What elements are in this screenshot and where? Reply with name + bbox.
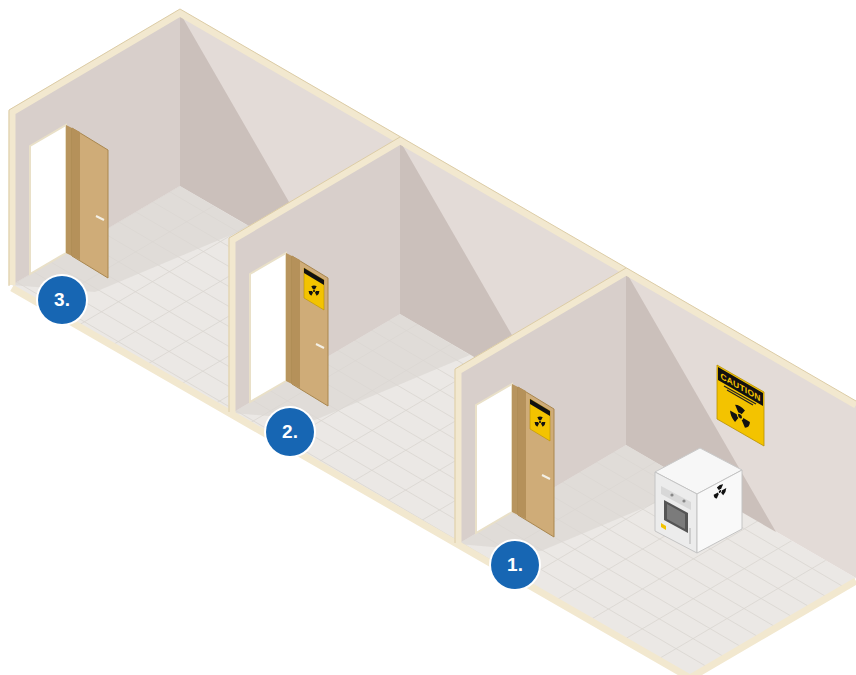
callout-number: 1. [507, 554, 523, 576]
door [30, 125, 108, 278]
door-radiation-sign [530, 399, 550, 441]
door [250, 253, 328, 406]
callout-number-badge: 1. [491, 541, 539, 589]
back-wall [180, 13, 856, 578]
callout-number-badge: 2. [266, 408, 314, 456]
callout-number: 3. [54, 289, 70, 311]
door-radiation-sign [304, 268, 324, 310]
door [476, 384, 554, 537]
callout-number: 2. [282, 421, 298, 443]
rim-edges [9, 9, 856, 543]
caution-sign [717, 365, 764, 446]
callout-number-badge: 3. [38, 276, 86, 324]
xray-cabinet [655, 448, 742, 553]
wall-rims [12, 13, 856, 675]
